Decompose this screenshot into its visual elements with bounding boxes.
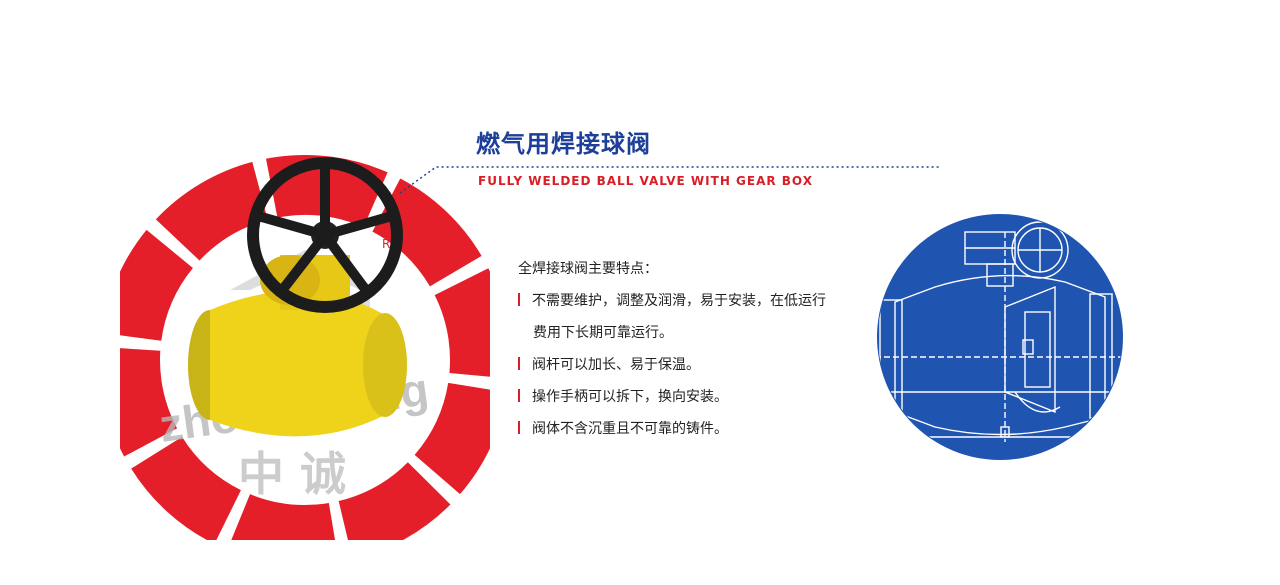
product-title-cn: 燃气用焊接球阀 bbox=[476, 130, 651, 158]
feature-item-continued: 费用下长期可靠运行。 bbox=[533, 322, 673, 342]
feature-text: 操作手柄可以拆下，换向安装。 bbox=[532, 389, 728, 405]
bullet-bar bbox=[518, 421, 520, 434]
feature-item: 操作手柄可以拆下，换向安装。 bbox=[518, 386, 728, 406]
feature-item: 阀体不含沉重且不可靠的铸件。 bbox=[518, 418, 728, 438]
bullet-bar bbox=[518, 357, 520, 370]
feature-text: 阀杆可以加长、易于保温。 bbox=[532, 357, 700, 373]
feature-text: 阀体不含沉重且不可靠的铸件。 bbox=[532, 421, 728, 437]
registered-mark: R bbox=[382, 237, 390, 251]
bullet-bar bbox=[518, 293, 520, 306]
leader-line bbox=[400, 166, 940, 194]
feature-text: 费用下长期可靠运行。 bbox=[533, 325, 673, 341]
valve-body bbox=[188, 255, 407, 437]
feature-item: 阀杆可以加长、易于保温。 bbox=[518, 354, 700, 374]
feature-item: 不需要维护，调整及润滑，易于安装，在低运行 bbox=[518, 290, 826, 310]
features-heading: 全焊接球阀主要特点： bbox=[518, 261, 658, 277]
technical-drawing bbox=[877, 214, 1123, 460]
valve-product-image: zhongcheng 中 诚 R bbox=[120, 155, 490, 540]
feature-text: 不需要维护，调整及润滑，易于安装，在低运行 bbox=[532, 293, 826, 309]
bullet-bar bbox=[518, 389, 520, 402]
handwheel-icon bbox=[247, 157, 403, 313]
watermark-cn: 中 诚 bbox=[238, 447, 346, 501]
product-title-en: FULLY WELDED BALL VALVE WITH GEAR BOX bbox=[478, 174, 813, 188]
red-segment-ring bbox=[120, 155, 490, 540]
